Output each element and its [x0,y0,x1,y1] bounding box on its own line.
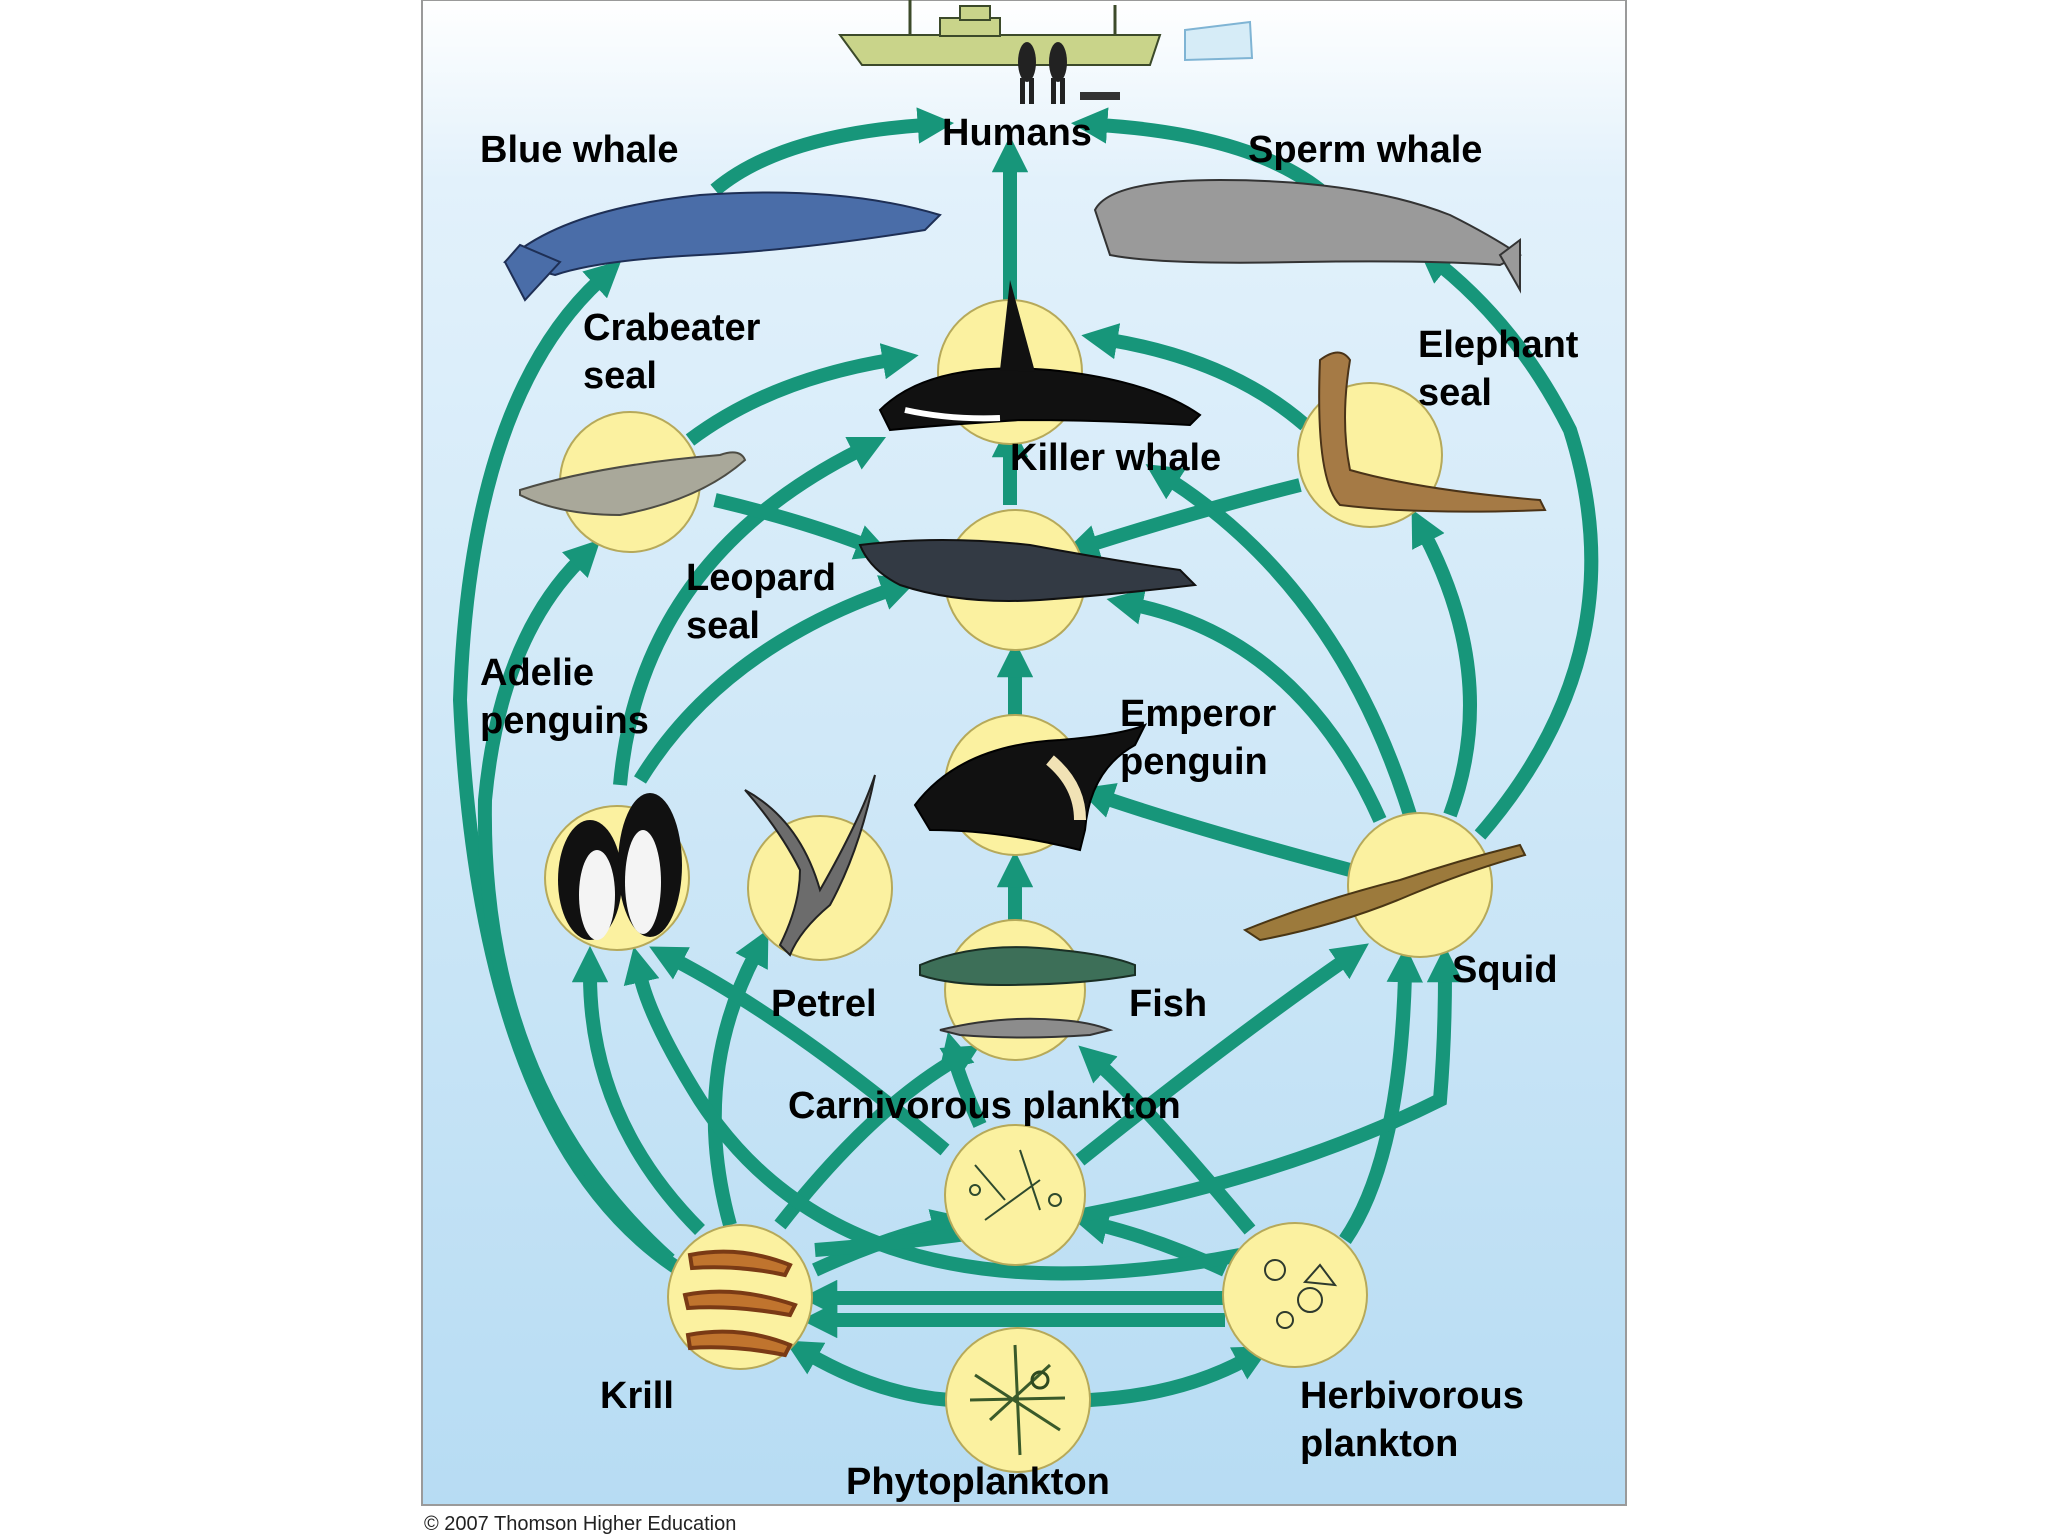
humans-label: Humans [942,112,1092,154]
emperor-penguin-label-line2: penguin [1120,741,1268,783]
adelie-penguins-label-line1: Adelie [480,652,594,694]
herbivorous-plankton-node [1223,1223,1367,1367]
petrel-label: Petrel [771,983,877,1025]
leopard-seal-label-line1: Leopard [686,557,836,599]
elephant-seal-label-line1: Elephant [1418,324,1579,366]
fish-node [945,920,1085,1060]
adelie-penguins-label-line2: penguins [480,700,649,742]
herbivorous-plankton-label-line2: plankton [1300,1423,1458,1465]
phytoplankton-label: Phytoplankton [846,1461,1110,1503]
carnivorous-plankton-label: Carnivorous plankton [788,1085,1181,1127]
herbivorous-plankton-label-line1: Herbivorous [1300,1375,1524,1417]
copyright-notice: © 2007 Thomson Higher Education [424,1513,736,1535]
blue-whale-label: Blue whale [480,129,679,171]
krill-label: Krill [600,1375,674,1417]
sperm-whale-label: Sperm whale [1248,129,1482,171]
killer-whale-label: Killer whale [1010,437,1221,479]
squid-label: Squid [1452,949,1558,991]
crabeater-seal-label-line2: seal [583,355,657,397]
krill-icon [685,1252,795,1355]
crabeater-seal-label-line1: Crabeater [583,307,761,349]
fish-label: Fish [1129,983,1207,1025]
carnivorous-plankton-node [945,1125,1085,1265]
leopard-seal-label-line2: seal [686,605,760,647]
elephant-seal-label-line2: seal [1418,372,1492,414]
emperor-penguin-label-line1: Emperor [1120,693,1276,735]
